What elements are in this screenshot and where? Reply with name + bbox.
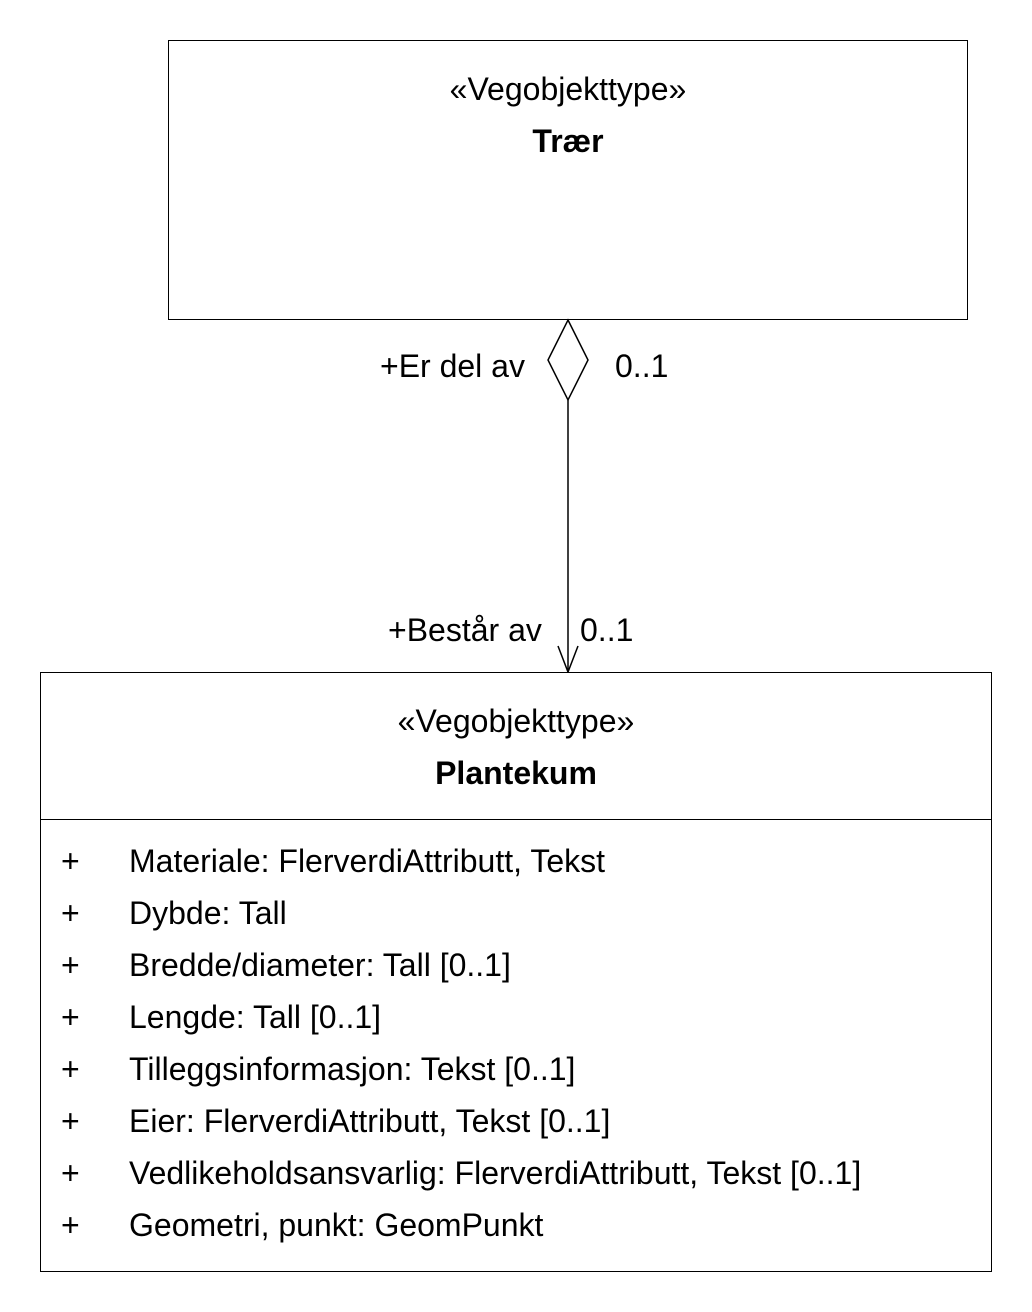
attribute-text: Dybde: Tall: [129, 895, 287, 931]
attribute-list: + Materiale: FlerverdiAttributt, Tekst + D…: [41, 839, 991, 1255]
class-box-plantekum: «Vegobjekttype» Plantekum + Materiale: Fl…: [40, 672, 992, 1272]
target-multiplicity-label: 0..1: [580, 612, 634, 648]
attribute-text: Eier: FlerverdiAttributt, Tekst [0..1]: [129, 1103, 611, 1139]
attribute-text: Tilleggsinformasjon: Tekst [0..1]: [129, 1051, 576, 1087]
attribute-row: + Tilleggsinformasjon: Tekst [0..1]: [41, 1047, 991, 1099]
attribute-text: Geometri, punkt: GeomPunkt: [129, 1207, 544, 1243]
class-name: Trær: [532, 123, 604, 159]
attribute-row: + Lengde: Tall [0..1]: [41, 995, 991, 1047]
class-stereotype: «Vegobjekttype»: [449, 71, 687, 107]
class-stereotype: «Vegobjekttype»: [397, 703, 635, 739]
attribute-text: Vedlikeholdsansvarlig: FlerverdiAttribut…: [129, 1155, 862, 1191]
source-multiplicity-label: 0..1: [615, 348, 669, 384]
visibility-marker: +: [61, 1155, 80, 1191]
attribute-row: + Eier: FlerverdiAttributt, Tekst [0..1]: [41, 1099, 991, 1151]
visibility-marker: +: [61, 1207, 80, 1243]
attribute-text: Lengde: Tall [0..1]: [129, 999, 382, 1035]
attribute-row: + Geometri, punkt: GeomPunkt: [41, 1203, 991, 1255]
compartment-divider: [41, 819, 991, 820]
visibility-marker: +: [61, 1051, 80, 1087]
target-role-label: +Består av: [388, 612, 542, 648]
visibility-marker: +: [61, 843, 80, 879]
aggregation-diamond: [547, 318, 589, 402]
visibility-marker: +: [61, 1103, 80, 1139]
visibility-marker: +: [61, 947, 80, 983]
attribute-row: + Materiale: FlerverdiAttributt, Tekst: [41, 839, 991, 891]
class-box-traer: «Vegobjekttype» Trær: [168, 40, 968, 320]
source-role-label: +Er del av: [380, 348, 525, 384]
visibility-marker: +: [61, 999, 80, 1035]
attribute-row: + Dybde: Tall: [41, 891, 991, 943]
attribute-text: Bredde/diameter: Tall [0..1]: [129, 947, 511, 983]
class-name: Plantekum: [435, 755, 597, 791]
visibility-marker: +: [61, 895, 80, 931]
attribute-row: + Bredde/diameter: Tall [0..1]: [41, 943, 991, 995]
attribute-text: Materiale: FlerverdiAttributt, Tekst: [129, 843, 606, 879]
attribute-row: + Vedlikeholdsansvarlig: FlerverdiAttribu…: [41, 1151, 991, 1203]
